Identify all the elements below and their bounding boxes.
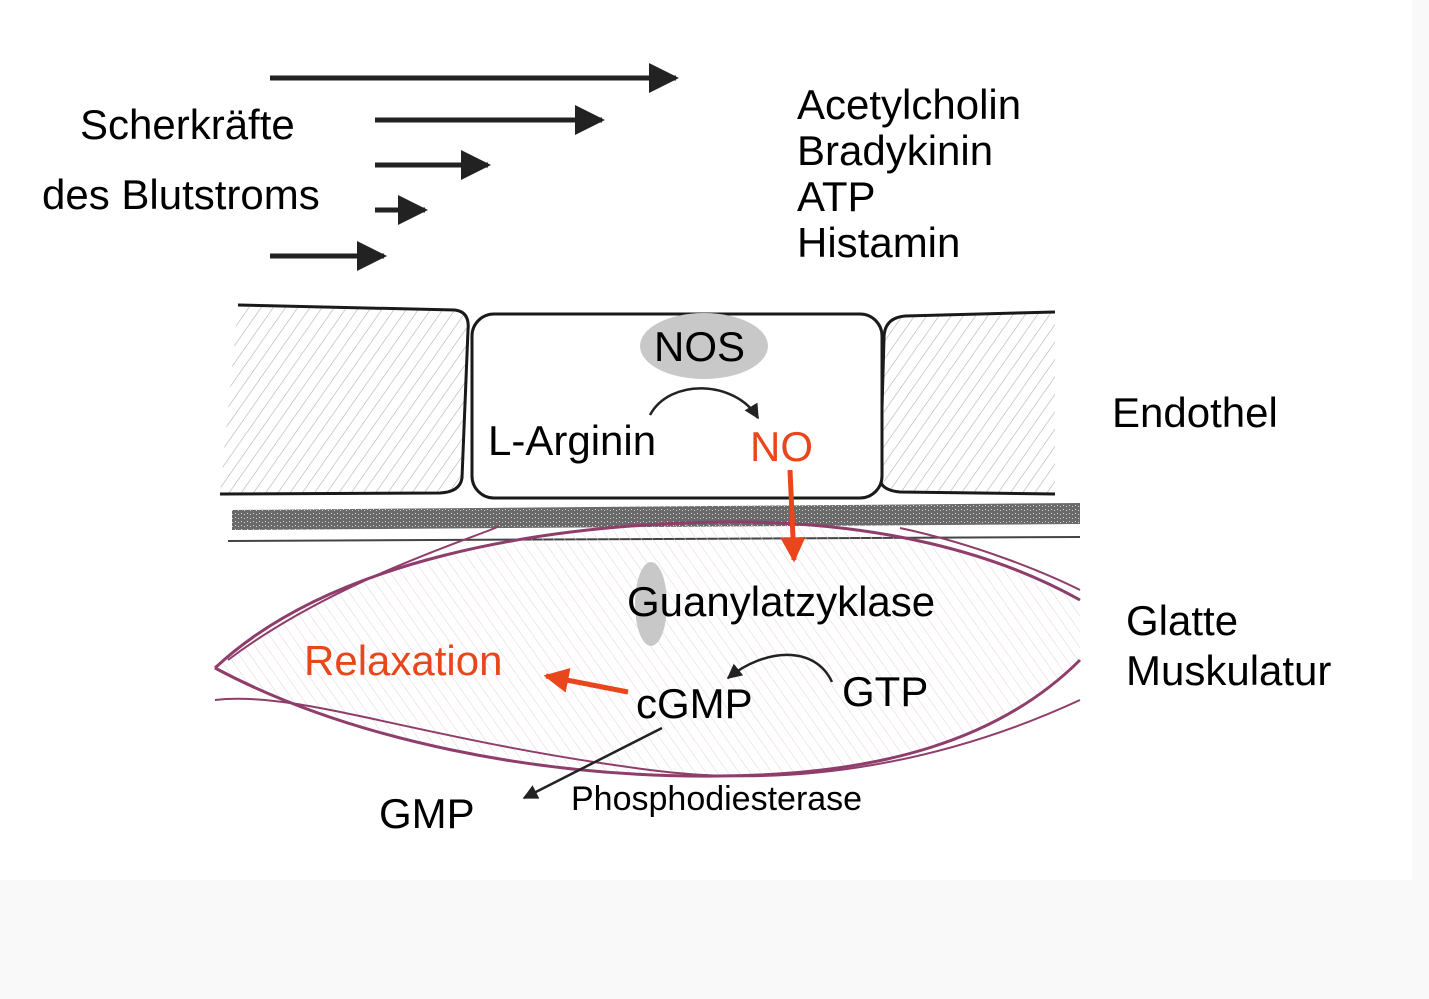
muscle-cell-outline-top-3 xyxy=(899,527,1081,591)
endothel-label: Endothel xyxy=(1112,389,1278,436)
agonist-bradykinin: Bradykinin xyxy=(797,127,994,174)
shear-label-line1: Scherkräfte xyxy=(80,101,295,148)
endothelial-cell-left xyxy=(220,305,469,494)
gmp-label: GMP xyxy=(379,790,475,837)
guanylatzyklase-label: Guanylatzyklase xyxy=(627,578,936,625)
red-arrow-icon xyxy=(780,469,806,563)
muscle-cell-outline-top xyxy=(213,520,1081,670)
shear-label-line2: des Blutstroms xyxy=(42,171,320,218)
endothelial-cell-center xyxy=(470,312,884,500)
enzyme-blob-icon xyxy=(640,313,768,379)
nos-label: NOS xyxy=(654,323,746,370)
l-arginin-label: L-Arginin xyxy=(488,417,657,464)
phosphodiesterase-label: Phosphodiesterase xyxy=(571,780,863,818)
agonist-acetylcholin: Acetylcholin xyxy=(797,81,1022,128)
endothelium-layer xyxy=(219,303,1081,542)
gtp-label: GTP xyxy=(842,668,929,715)
shear-arrows xyxy=(270,63,679,271)
diagram-canvas xyxy=(213,63,1082,800)
cgmp-label: cGMP xyxy=(636,680,753,727)
muscle-cell-outline-top-2 xyxy=(227,525,500,661)
curved-arrow-icon xyxy=(726,653,834,683)
glatte-label: Glatte xyxy=(1126,597,1239,644)
muscle-cell-outline-bottom-2 xyxy=(214,697,1081,778)
enzyme-blob-icon xyxy=(635,562,667,646)
endothelial-cell-right xyxy=(880,312,1055,494)
muskulatur-label: Muskulatur xyxy=(1126,647,1332,694)
endothelial-cell-left-outline xyxy=(219,303,470,496)
no-label: NO xyxy=(750,423,813,470)
agonist-atp: ATP xyxy=(797,173,876,220)
curved-arrow-icon xyxy=(648,387,760,420)
smooth-muscle-layer xyxy=(213,520,1082,778)
diagram-figure: Scherkräfte des Blutstroms Acetylcholin … xyxy=(42,63,1332,837)
red-arrow-icon xyxy=(543,668,629,695)
basement-membrane xyxy=(232,503,1080,530)
muscle-cell-fill xyxy=(215,521,1080,777)
black-arrow-icon xyxy=(522,726,663,800)
relaxation-label: Relaxation xyxy=(304,637,503,684)
agonist-histamin: Histamin xyxy=(797,219,961,266)
